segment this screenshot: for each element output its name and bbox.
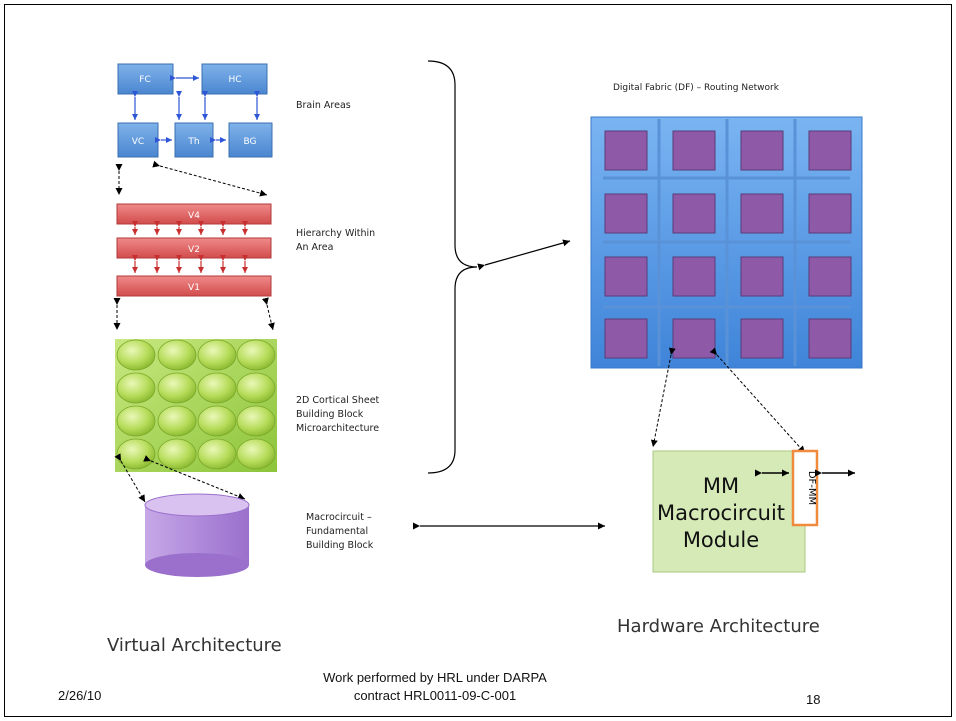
zoom-arrows-2 xyxy=(113,297,275,331)
bar-v4-label: V4 xyxy=(188,211,200,221)
macrocircuit-cylinder xyxy=(144,493,250,577)
grouping-brace xyxy=(427,60,478,474)
slide: FC HC VC Th BG V4 V2 V1 xyxy=(4,4,952,717)
sheet-balls xyxy=(116,339,276,470)
bar-v2 xyxy=(116,237,272,259)
page-number: 18 xyxy=(806,692,821,707)
module-line-1: MM xyxy=(702,474,740,498)
box-th-label: Th xyxy=(187,137,199,147)
sheet-label-line-1: 2D Cortical Sheet xyxy=(296,395,380,406)
box-bg xyxy=(228,122,273,158)
hierarchy-label-line-2: An Area xyxy=(296,242,334,253)
box-hc-label: HC xyxy=(228,75,241,85)
zoom-arrows-1 xyxy=(115,160,268,197)
brain-areas-group: FC HC VC Th BG xyxy=(117,63,273,158)
hierarchy-group: V4 V2 V1 xyxy=(116,203,272,297)
box-fc-label: FC xyxy=(139,75,150,85)
zoom-arrows-3 xyxy=(114,453,246,503)
hardware-architecture-title: Hardware Architecture xyxy=(617,616,820,637)
macro-label: Macrocircuit – Fundamental Building Bloc… xyxy=(306,511,373,553)
chip-module-arrows xyxy=(650,347,806,454)
fabric-chips xyxy=(604,130,852,359)
hierarchy-label-line-1: Hierarchy Within xyxy=(296,228,376,239)
bar-v1 xyxy=(116,275,272,297)
macro-label-line-3: Building Block xyxy=(306,540,374,551)
brain-connectors xyxy=(132,75,260,143)
box-vc xyxy=(117,122,159,158)
box-vc-label: VC xyxy=(132,137,144,147)
box-bg-label: BG xyxy=(244,137,257,147)
sheet-label-line-2: Building Block xyxy=(296,409,364,420)
brace-fabric-arrow xyxy=(477,239,571,271)
digital-fabric xyxy=(590,116,863,369)
macro-label-line-1: Macrocircuit – xyxy=(306,512,372,523)
hierarchy-label: Hierarchy Within An Area xyxy=(296,227,375,255)
virtual-architecture-title: Virtual Architecture xyxy=(107,635,282,656)
cortical-sheet xyxy=(115,339,277,472)
box-hc xyxy=(201,63,268,95)
df-mm-label: DF-MM xyxy=(806,471,817,505)
footer-credit: Work performed by HRL under DARPA contra… xyxy=(305,669,565,705)
module-line-2: Macrocircuit xyxy=(656,501,786,525)
bar-v1-label: V1 xyxy=(188,283,200,293)
footer-credit-line-2: contract HRL0011-09-C-001 xyxy=(353,688,517,703)
fabric-routing-lines xyxy=(603,119,850,366)
module-line-3: Module xyxy=(682,528,760,552)
sheet-label-line-3: Microarchitecture xyxy=(296,423,380,434)
hierarchy-connectors xyxy=(132,221,248,273)
box-fc xyxy=(117,63,174,95)
module-text: MM Macrocircuit Module xyxy=(653,473,789,554)
bar-v4 xyxy=(116,203,272,225)
macro-label-line-2: Fundamental xyxy=(306,526,369,537)
macrocircuit-module: DF-MM xyxy=(652,449,855,573)
footer-credit-line-1: Work performed by HRL under DARPA xyxy=(323,670,547,685)
bar-v2-label: V2 xyxy=(188,245,200,255)
fabric-title: Digital Fabric (DF) – Routing Network xyxy=(613,83,779,93)
brain-areas-label: Brain Areas xyxy=(296,100,351,111)
sheet-label: 2D Cortical Sheet Building Block Microar… xyxy=(296,394,379,436)
diagram-canvas: FC HC VC Th BG V4 V2 V1 xyxy=(113,60,863,577)
footer-date: 2/26/10 xyxy=(58,688,102,703)
df-mm-box xyxy=(791,449,819,527)
